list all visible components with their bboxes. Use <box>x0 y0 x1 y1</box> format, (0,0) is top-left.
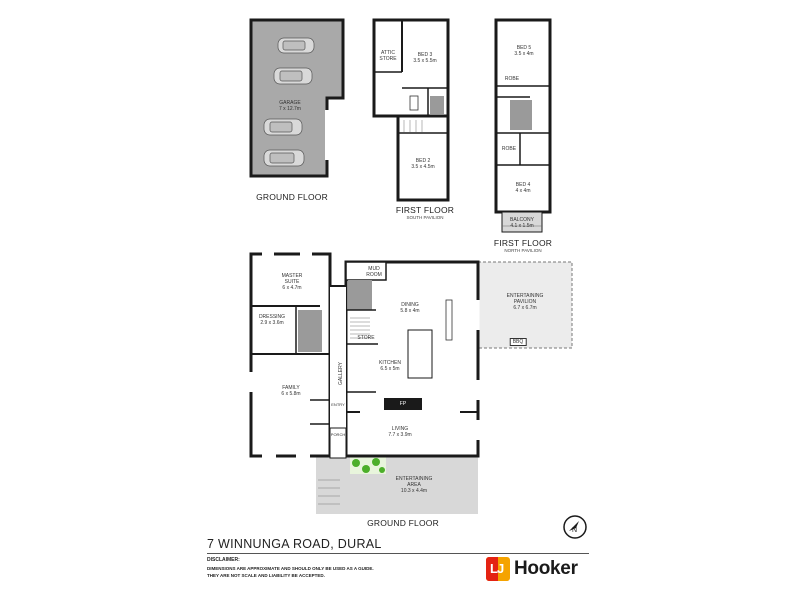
car-icon <box>263 149 305 167</box>
floor-subtitle-south: SOUTH PAVILION <box>406 215 444 220</box>
lj-hooker-mark: LJ <box>486 557 510 581</box>
main-ground-floor-plan <box>249 252 573 514</box>
disclaimer-title: DISCLAIMER: <box>207 557 240 563</box>
car-icon <box>277 37 315 54</box>
plant-icon <box>362 465 370 473</box>
plant-icon <box>379 467 385 473</box>
floor-title-first-south: FIRST FLOOR <box>395 205 455 215</box>
room-label-store: STORE <box>357 335 375 341</box>
car-icon <box>263 118 303 136</box>
room-label-gallery: GALLERY <box>338 362 344 385</box>
car-icon <box>273 67 313 85</box>
plant-icon <box>352 459 360 467</box>
room-label-bbq: BBQ <box>509 338 527 346</box>
logo-mark-text: LJ <box>490 561 504 576</box>
room-label-fireplace: FP <box>399 401 407 407</box>
property-address: 7 WINNUNGA ROAD, DURAL <box>207 537 382 551</box>
room-label-robe-1: ROBE <box>504 76 520 82</box>
north-arrow-icon: N <box>563 515 587 539</box>
disclaimer-line-1: DIMENSIONS ARE APPROXIMATE AND SHOULD ON… <box>207 566 374 571</box>
room-label-robe-2: ROBE <box>501 146 517 152</box>
room-label-entry: ENTRY <box>331 402 345 407</box>
garage-plan <box>249 18 345 178</box>
disclaimer-line-2: THEY ARE NOT SCALE AND LIABILITY BE ACCE… <box>207 573 325 578</box>
floor-title-ground-small: GROUND FLOOR <box>256 192 328 202</box>
logo-name: Hooker <box>514 558 578 579</box>
divider <box>207 553 589 554</box>
floor-title-first-north: FIRST FLOOR <box>493 238 553 248</box>
lj-hooker-logo: LJ Hooker <box>486 556 591 582</box>
stairs-icon <box>350 317 370 339</box>
first-floor-south-plan <box>372 18 450 202</box>
floor-subtitle-north: NORTH PAVILION <box>504 248 542 253</box>
floor-title-ground-main: GROUND FLOOR <box>367 518 439 528</box>
compass-label: N <box>572 527 577 534</box>
room-label-porch: PORCH <box>330 432 346 437</box>
first-floor-north-plan <box>494 18 552 233</box>
plant-icon <box>372 458 380 466</box>
